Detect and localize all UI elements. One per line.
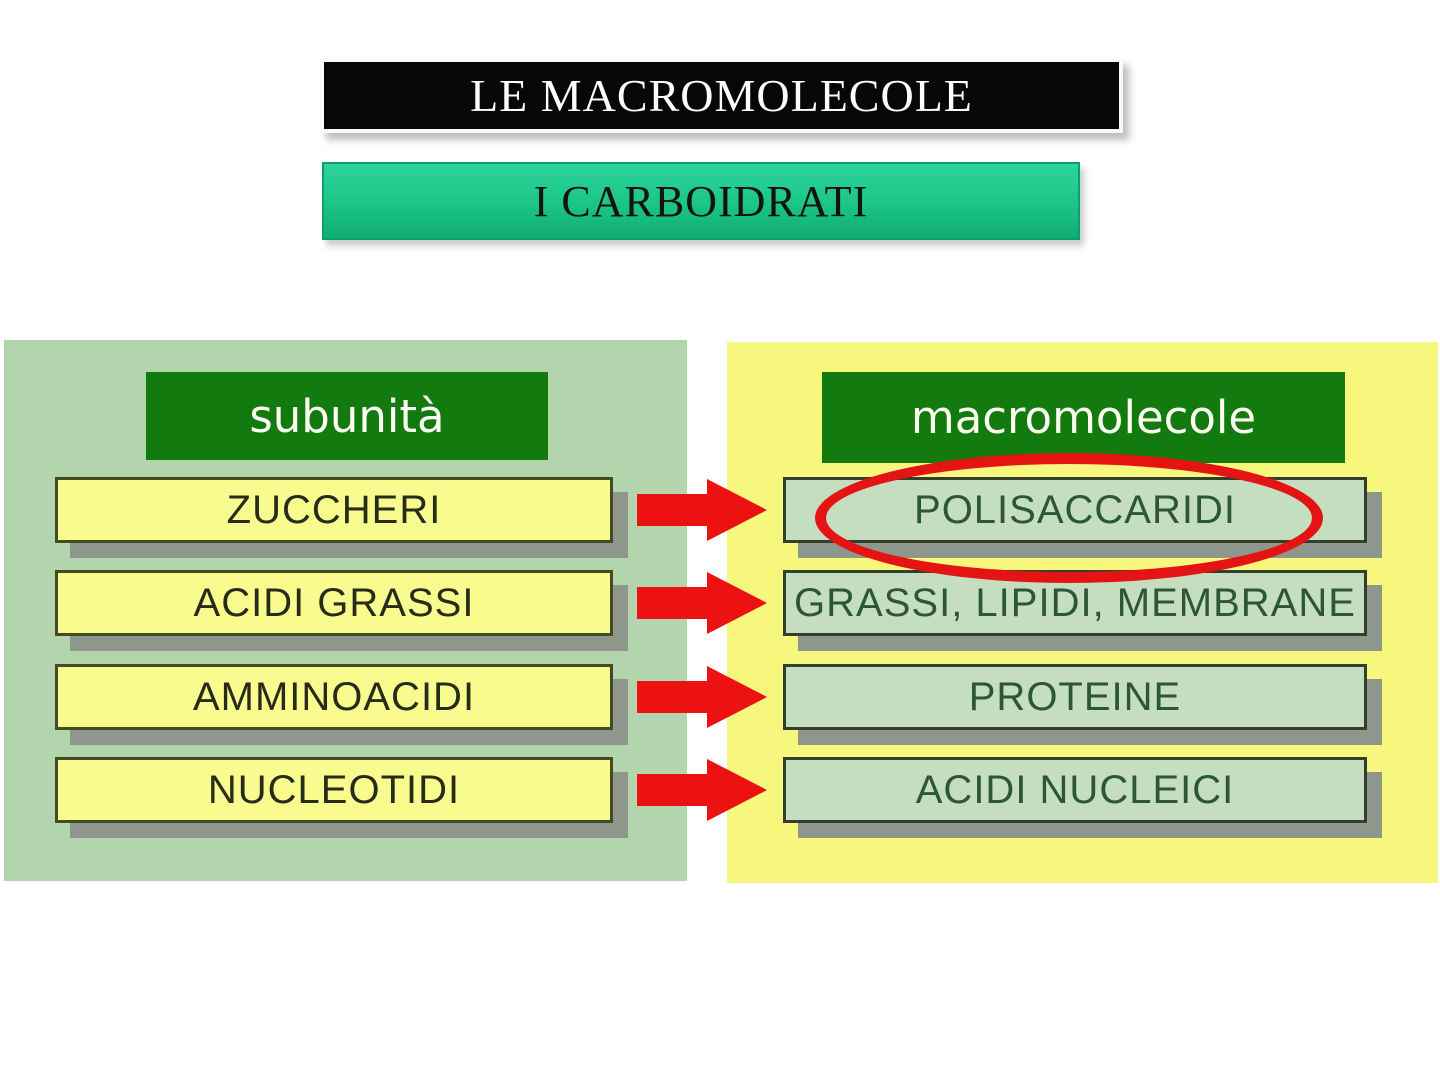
subunit-box-amminoacidi: AMMINOACIDI xyxy=(55,664,613,730)
subunit-label: NUCLEOTIDI xyxy=(207,767,461,812)
arrow-right-icon xyxy=(637,479,767,541)
subunits-header: subunità xyxy=(146,372,548,460)
subunit-label: ACIDI GRASSI xyxy=(193,580,475,625)
macromolecule-label: GRASSI, LIPIDI, MEMBRANE xyxy=(794,580,1356,625)
macromolecule-box-acidi-nucleici: ACIDI NUCLEICI xyxy=(783,757,1367,823)
arrow-right-icon xyxy=(637,666,767,728)
macromolecules-header: macromolecole xyxy=(822,372,1345,463)
arrow-shaft xyxy=(637,681,709,713)
arrow-right-icon xyxy=(637,759,767,821)
arrow-shaft xyxy=(637,774,709,806)
subunits-header-label: subunità xyxy=(249,389,445,443)
arrow-shaft xyxy=(637,587,709,619)
subunit-box-zuccheri: ZUCCHERI xyxy=(55,477,613,543)
subtitle-banner: I CARBOIDRATI xyxy=(322,162,1080,240)
title-banner: LE MACROMOLECOLE xyxy=(320,58,1123,133)
macromolecule-label: PROTEINE xyxy=(968,674,1182,719)
red-circle-highlight-icon xyxy=(815,453,1323,583)
arrow-head xyxy=(707,479,767,541)
arrow-head xyxy=(707,572,767,634)
arrow-head xyxy=(707,759,767,821)
subunit-box-acidi-grassi: ACIDI GRASSI xyxy=(55,570,613,636)
arrow-shaft xyxy=(637,494,709,526)
arrow-right-icon xyxy=(637,572,767,634)
slide-subtitle: I CARBOIDRATI xyxy=(533,176,869,226)
macromolecule-label: ACIDI NUCLEICI xyxy=(915,767,1235,812)
subunit-label: ZUCCHERI xyxy=(226,487,442,532)
subunit-box-nucleotidi: NUCLEOTIDI xyxy=(55,757,613,823)
macromolecule-box-proteine: PROTEINE xyxy=(783,664,1367,730)
arrow-head xyxy=(707,666,767,728)
subunit-label: AMMINOACIDI xyxy=(192,674,476,719)
macromolecules-header-label: macromolecole xyxy=(910,391,1257,444)
slide-title: LE MACROMOLECOLE xyxy=(470,70,973,121)
